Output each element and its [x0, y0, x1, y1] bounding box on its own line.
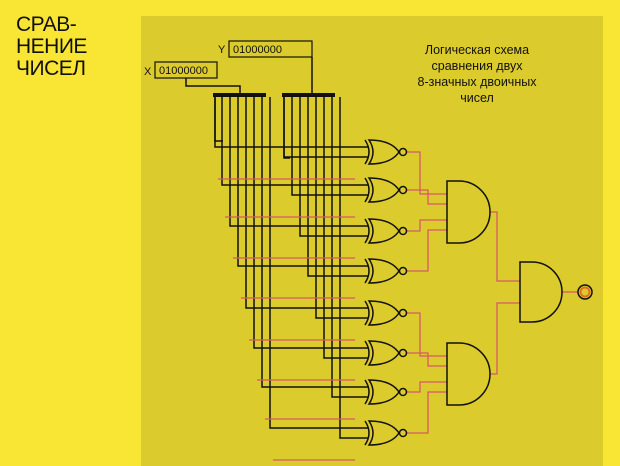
bus-y: [282, 93, 335, 97]
xnor-bubble: [398, 266, 408, 276]
xnor-to-and-wire: [407, 219, 447, 232]
and-gate-1: [446, 180, 491, 244]
y-bit-line: [283, 97, 368, 158]
xnor-input-arc: [364, 379, 370, 405]
xnor-to-and-wire: [407, 391, 447, 434]
register-y-box: [228, 40, 313, 58]
xnor-input-arc: [364, 139, 370, 165]
xnor-body: [367, 218, 400, 244]
x-bit-line: [261, 97, 368, 388]
register-y-value: 01000000: [233, 44, 282, 56]
xnor-gate: [364, 258, 408, 284]
xnor-bubble: [398, 428, 408, 438]
xnor-gate: [364, 177, 408, 203]
xnor-body: [367, 340, 400, 366]
x-bit-line: [253, 97, 368, 349]
y-bit-line: [331, 97, 368, 398]
xnor-body: [367, 420, 400, 446]
xnor-bubble: [398, 348, 408, 358]
circuit-caption: Логическая схема сравнения двух 8-значны…: [417, 43, 537, 105]
xnor-gate: [364, 300, 408, 326]
x-bit-line: [269, 97, 368, 429]
xnor-body: [367, 177, 400, 203]
register-x-lead: [185, 78, 241, 93]
xnor-to-and-wire: [407, 312, 447, 357]
xnor-input-arc: [364, 300, 370, 326]
bus-x: [213, 93, 266, 97]
xnor-bubble: [398, 185, 408, 195]
y-bit-line: [315, 97, 368, 319]
output-terminal-inner: [579, 286, 591, 298]
register-x-value: 01000000: [159, 65, 208, 77]
xnor-gate: [364, 340, 408, 366]
xnor-input-arc: [364, 420, 370, 446]
xnor-gate: [364, 420, 408, 446]
x-bit-line: [221, 97, 368, 186]
y-bit-line: [307, 97, 368, 277]
y-bit-loop: [283, 97, 290, 159]
xnor-gate: [364, 139, 408, 165]
xnor-input-arc: [364, 258, 370, 284]
and-gate-final: [519, 261, 563, 323]
xnor-to-and-wire: [407, 189, 447, 205]
xnor-bubble: [398, 226, 408, 236]
x-bit-line: [237, 97, 368, 267]
section-title: СРАВ- НЕНИЕ ЧИСЕЛ: [16, 13, 87, 80]
y-bit-line: [339, 97, 368, 439]
xnor-body: [367, 379, 400, 405]
input-wires: [185, 57, 368, 439]
y-bit-line: [299, 97, 368, 237]
xnor-gate: [364, 218, 408, 244]
xnor-input-arc: [364, 340, 370, 366]
xnor-body: [367, 258, 400, 284]
xnor-to-and-wire: [407, 229, 447, 272]
x-bit-line: [245, 97, 368, 309]
xnor-bubble: [398, 387, 408, 397]
register-x-label: X: [144, 66, 152, 78]
xnor-to-and-wire: [407, 151, 447, 195]
gate-output-wires: [218, 151, 578, 461]
xnor-bubble: [398, 147, 408, 157]
output-terminal-outer: [577, 284, 593, 300]
x-bit-loop: [214, 97, 223, 142]
register-y-label: Y: [218, 44, 226, 56]
xnor-body: [367, 300, 400, 326]
xnor-gate: [364, 379, 408, 405]
x-bit-line: [229, 97, 368, 227]
and1-to-final-wire: [490, 211, 520, 282]
xnor-to-and-wire: [407, 352, 447, 367]
xnor-input-arc: [364, 218, 370, 244]
y-bit-line: [323, 97, 368, 359]
logic-gates: [364, 139, 593, 446]
xnor-to-and-wire: [407, 381, 447, 393]
xnor-body: [367, 139, 400, 165]
xnor-bubble: [398, 308, 408, 318]
and2-to-final-wire: [490, 302, 520, 375]
xnor-input-arc: [364, 177, 370, 203]
y-bit-line: [291, 97, 368, 196]
and-gate-2: [446, 342, 491, 406]
